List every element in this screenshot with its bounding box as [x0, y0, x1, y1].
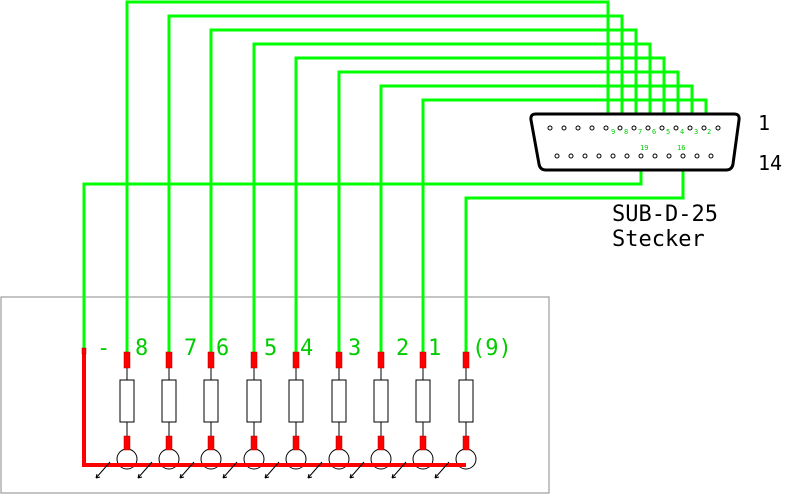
label-1: 1 — [428, 336, 441, 361]
label-6: 6 — [216, 336, 229, 361]
circuit-col-2 — [370, 368, 392, 470]
wire-9 — [464, 156, 685, 352]
pin-num-16: 16 — [677, 144, 685, 152]
dsub-top-pin-holes — [547, 125, 721, 131]
wire-2 — [379, 84, 694, 352]
pin-num-2: 2 — [707, 128, 711, 136]
label-4: 4 — [300, 336, 313, 361]
pin-num-7: 7 — [638, 128, 642, 136]
circuit-col-8 — [116, 368, 138, 470]
circuit-col-7 — [158, 368, 180, 470]
pin-num-6: 6 — [652, 128, 656, 136]
label-8: 8 — [135, 336, 148, 361]
label-5: 5 — [264, 336, 277, 361]
pin-num-5: 5 — [666, 128, 670, 136]
wires-bottom-pins — [82, 156, 685, 352]
pin-num-9: 9 — [611, 128, 615, 136]
pin-num-8: 8 — [624, 128, 628, 136]
connector-title-line1: SUB-D-25 — [612, 202, 718, 227]
label-2: 2 — [396, 336, 409, 361]
circuit-col-6 — [200, 368, 222, 470]
label-minus: - — [97, 336, 110, 361]
led-arrows — [95, 461, 450, 479]
pin-14-label: 14 — [758, 151, 782, 175]
pin-num-19: 19 — [640, 144, 648, 152]
circuit-col-4 — [285, 368, 307, 470]
red-terminals — [81, 347, 470, 451]
ground-bus — [82, 352, 466, 467]
dsub-bottom-pin-numbers: 19 16 — [640, 144, 685, 152]
pin-num-4: 4 — [680, 128, 684, 136]
circuit-col-9 — [455, 368, 477, 470]
wires-top-pins — [125, 0, 708, 352]
wire-4 — [294, 56, 666, 352]
dsub-top-pin-numbers: 9 8 7 6 5 4 3 2 — [611, 128, 711, 136]
circuit-col-5 — [243, 368, 265, 470]
board-labels: - 8 7 6 5 4 3 2 1 (9) — [97, 336, 512, 361]
label-3: 3 — [348, 336, 361, 361]
led-circuits — [116, 368, 477, 470]
label-7: 7 — [184, 336, 197, 361]
circuit-col-1 — [412, 368, 434, 470]
label-9: (9) — [472, 336, 512, 361]
connector-title-line2: Stecker — [612, 227, 705, 252]
wire-6 — [209, 28, 638, 352]
pin-1-label: 1 — [758, 111, 770, 135]
wire-8 — [125, 0, 610, 352]
dsub-bottom-pin-holes — [554, 153, 714, 159]
board-outline — [0, 296, 550, 494]
pin-num-3: 3 — [694, 128, 698, 136]
dsub-connector-body — [529, 112, 741, 172]
circuit-col-3 — [328, 368, 350, 470]
